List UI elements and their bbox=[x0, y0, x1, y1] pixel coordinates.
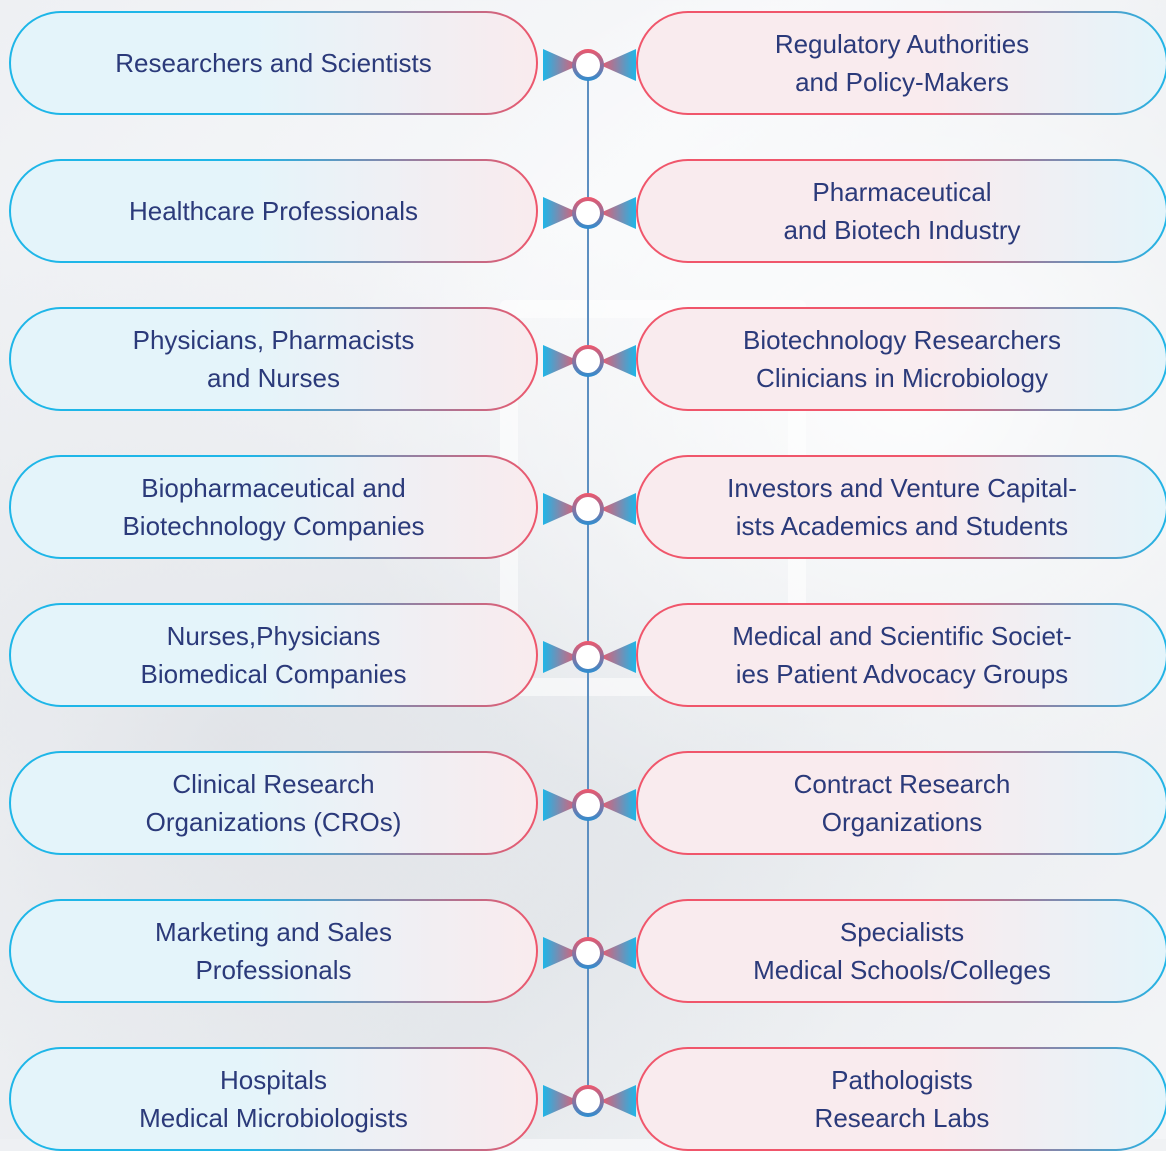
audience-label-right: Pharmaceutical and Biotech Industry bbox=[783, 177, 1021, 245]
timeline-node bbox=[572, 197, 604, 229]
audience-label-right: Investors and Venture Capital- ists Acad… bbox=[727, 473, 1077, 541]
timeline-node bbox=[572, 937, 604, 969]
arrow-right-icon bbox=[543, 493, 579, 525]
audience-pill-right: Pathologists Research Labs bbox=[636, 1047, 1166, 1151]
audience-label-left: Healthcare Professionals bbox=[128, 196, 419, 226]
audience-label-right: Medical and Scientific Societ- ies Patie… bbox=[732, 621, 1072, 689]
audience-row: Hospitals Medical Microbiologists Patholo… bbox=[0, 1047, 1166, 1151]
arrow-right-icon bbox=[543, 197, 579, 229]
timeline-node bbox=[572, 789, 604, 821]
audience-pill-right: Specialists Medical Schools/Colleges bbox=[636, 899, 1166, 1003]
audience-pill-left: Clinical Research Organizations (CROs) bbox=[9, 751, 538, 855]
audience-pill-right: Contract Research Organizations bbox=[636, 751, 1166, 855]
arrow-right-icon bbox=[543, 937, 579, 969]
audience-label-right: Biotechnology Researchers Clinicians in … bbox=[743, 325, 1061, 393]
arrow-left-icon bbox=[600, 493, 636, 525]
timeline-node bbox=[572, 345, 604, 377]
audience-label-right: Contract Research Organizations bbox=[793, 769, 1011, 837]
audience-label-right: Pathologists Research Labs bbox=[814, 1065, 990, 1133]
audience-pill-right: Biotechnology Researchers Clinicians in … bbox=[636, 307, 1166, 411]
audience-pill-right: Regulatory Authorities and Policy-Makers bbox=[636, 11, 1166, 115]
timeline-spine bbox=[587, 63, 589, 1093]
audience-pill-right: Medical and Scientific Societ- ies Patie… bbox=[636, 603, 1166, 707]
audience-label-left: Researchers and Scientists bbox=[115, 48, 432, 78]
audience-pill-left: Hospitals Medical Microbiologists bbox=[9, 1047, 538, 1151]
arrow-left-icon bbox=[600, 937, 636, 969]
arrow-right-icon bbox=[543, 789, 579, 821]
arrow-right-icon bbox=[543, 49, 579, 81]
audience-label-left: Nurses,Physicians Biomedical Companies bbox=[140, 621, 407, 689]
audience-pill-left: Biopharmaceutical and Biotechnology Comp… bbox=[9, 455, 538, 559]
timeline-node bbox=[572, 641, 604, 673]
audience-label-left: Marketing and Sales Professionals bbox=[154, 917, 393, 985]
audience-label-left: Physicians, Pharmacists and Nurses bbox=[132, 325, 415, 393]
audience-pill-left: Nurses,Physicians Biomedical Companies bbox=[9, 603, 538, 707]
audience-row: Biopharmaceutical and Biotechnology Comp… bbox=[0, 455, 1166, 559]
audience-pill-left: Physicians, Pharmacists and Nurses bbox=[9, 307, 538, 411]
timeline-node bbox=[572, 1085, 604, 1117]
audience-row: Nurses,Physicians Biomedical Companies Me… bbox=[0, 603, 1166, 707]
timeline-node bbox=[572, 493, 604, 525]
audience-row: Marketing and Sales Professionals Special… bbox=[0, 899, 1166, 1003]
audience-pill-left: Researchers and Scientists bbox=[9, 11, 538, 115]
audience-label-left: Clinical Research Organizations (CROs) bbox=[145, 769, 402, 837]
arrow-right-icon bbox=[543, 345, 579, 377]
audience-row: Researchers and Scientists Regulatory Aut… bbox=[0, 11, 1166, 115]
audience-label-right: Specialists Medical Schools/Colleges bbox=[753, 917, 1051, 985]
arrow-left-icon bbox=[600, 345, 636, 377]
audience-pill-left: Marketing and Sales Professionals bbox=[9, 899, 538, 1003]
audience-pill-right: Investors and Venture Capital- ists Acad… bbox=[636, 455, 1166, 559]
arrow-left-icon bbox=[600, 1085, 636, 1117]
audience-row: Healthcare Professionals Pharmaceutical a… bbox=[0, 159, 1166, 263]
audience-row: Clinical Research Organizations (CROs) Co… bbox=[0, 751, 1166, 855]
audience-label-left: Hospitals Medical Microbiologists bbox=[139, 1065, 408, 1133]
audience-pill-left: Healthcare Professionals bbox=[9, 159, 538, 263]
arrow-left-icon bbox=[600, 197, 636, 229]
arrow-left-icon bbox=[600, 789, 636, 821]
arrow-right-icon bbox=[543, 641, 579, 673]
timeline-node bbox=[572, 49, 604, 81]
arrow-right-icon bbox=[543, 1085, 579, 1117]
arrow-left-icon bbox=[600, 641, 636, 673]
audience-pill-right: Pharmaceutical and Biotech Industry bbox=[636, 159, 1166, 263]
audience-row: Physicians, Pharmacists and Nurses Biotec… bbox=[0, 307, 1166, 411]
arrow-left-icon bbox=[600, 49, 636, 81]
audience-label-right: Regulatory Authorities and Policy-Makers bbox=[774, 29, 1030, 97]
audience-label-left: Biopharmaceutical and Biotechnology Comp… bbox=[122, 473, 425, 541]
